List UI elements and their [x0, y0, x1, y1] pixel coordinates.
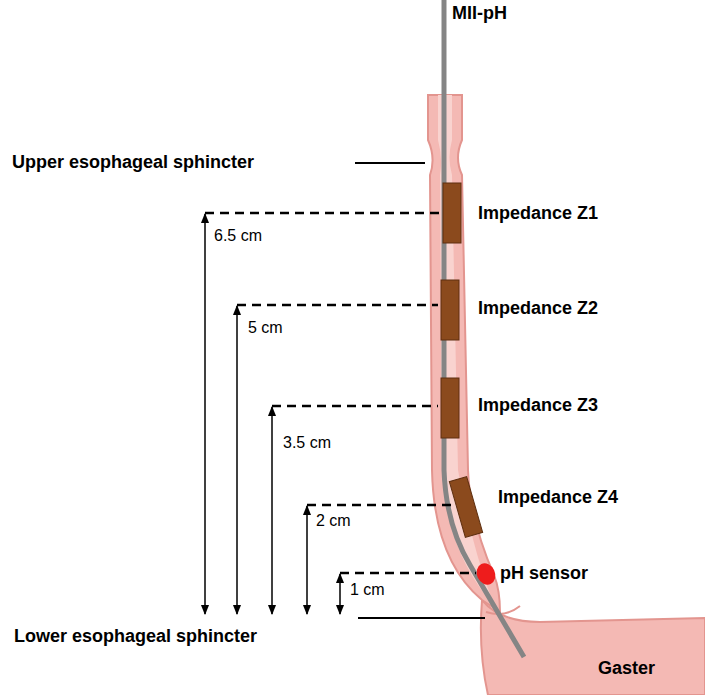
dimension: 5 cm [248, 319, 283, 337]
dimension: 3.5 cm [283, 434, 331, 452]
ph-sensor [473, 560, 499, 588]
stomach [481, 600, 705, 695]
part-name: Impedance Z4 [498, 487, 618, 508]
impedance-ring [441, 280, 459, 340]
impedance-ring [449, 477, 482, 538]
part-name: Impedance Z2 [478, 298, 598, 319]
dashed-levels [205, 213, 476, 573]
lower-sphincter-mark [486, 606, 520, 614]
part-name: Gaster [598, 658, 655, 679]
impedance-ring [441, 378, 459, 438]
distance-arrows [205, 214, 340, 614]
dimension: 6.5 cm [214, 227, 262, 245]
catheter-name: MII-pH [452, 3, 507, 24]
esophagus-wall [428, 95, 500, 612]
part-name: Impedance Z1 [478, 203, 598, 224]
dimension: 2 cm [316, 512, 351, 530]
leader-line [355, 162, 425, 164]
part-name: Lower esophageal sphincter [14, 626, 257, 647]
part-name: Upper esophageal sphincter [12, 152, 254, 173]
dimension: 1 cm [350, 581, 385, 599]
leader-line [358, 617, 485, 619]
impedance-ring [443, 183, 461, 243]
part-name: Impedance Z3 [478, 395, 598, 416]
part-name: pH sensor [500, 563, 588, 584]
